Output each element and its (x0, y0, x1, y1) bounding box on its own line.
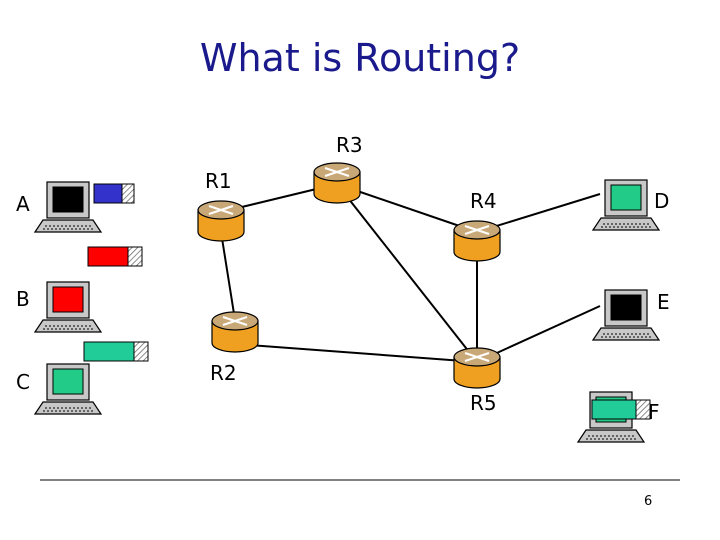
router-label-r2: R2 (210, 361, 237, 385)
packet-red (87, 246, 143, 267)
packet-teal-f (591, 399, 651, 420)
computer-a (33, 181, 103, 233)
router-label-r4: R4 (470, 189, 497, 213)
packet-teal-c (83, 341, 149, 362)
link-r3-r5 (336, 183, 478, 363)
host-label-a: A (16, 192, 30, 216)
screen-b (52, 286, 84, 313)
screen-c (52, 368, 84, 395)
router-r1 (197, 200, 245, 242)
router-label-r1: R1 (205, 169, 232, 193)
router-label-r3: R3 (336, 133, 363, 157)
screen-a (52, 186, 84, 213)
router-r4 (453, 220, 501, 262)
host-label-e: E (657, 290, 670, 314)
host-label-b: B (16, 287, 30, 311)
packet-blue (93, 183, 135, 204)
computer-c (33, 363, 103, 415)
hosts (33, 179, 661, 443)
screen-e (610, 294, 642, 321)
computer-d (591, 179, 661, 231)
host-label-d: D (654, 189, 669, 213)
router-r5 (453, 347, 501, 389)
link-r1-r2 (220, 231, 236, 321)
host-label-c: C (16, 370, 30, 394)
links (220, 183, 601, 363)
host-label-f: F (648, 400, 660, 424)
link-r2-r5 (234, 343, 478, 363)
router-r2 (211, 311, 259, 353)
router-label-r5: R5 (470, 391, 497, 415)
page-number: 6 (644, 494, 653, 509)
routers (197, 162, 501, 389)
computer-b (33, 281, 103, 333)
router-r3 (313, 162, 361, 204)
slide-title: What is Routing? (199, 36, 521, 80)
screen-d (610, 184, 642, 211)
packets (83, 183, 651, 420)
computer-e (591, 289, 661, 341)
